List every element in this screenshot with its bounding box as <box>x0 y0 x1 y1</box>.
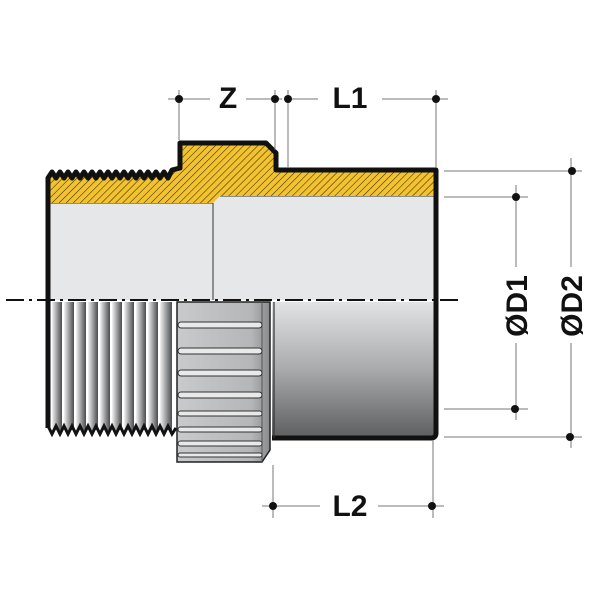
dimension-label-z: Z <box>219 82 237 115</box>
exterior-view-lower-half <box>45 300 439 463</box>
knurled-hex-section <box>176 301 271 463</box>
dimension-label-l1: L1 <box>332 82 367 115</box>
section-view-upper-half <box>45 140 439 300</box>
dimension-label-d2: ØD2 <box>556 275 589 337</box>
dimension-terminator-dots <box>175 95 576 510</box>
bore-socket-end <box>213 196 435 300</box>
bore-threaded-end <box>48 203 213 300</box>
wall-section-hatched <box>48 143 438 203</box>
dimension-label-l2: L2 <box>332 490 367 523</box>
fitting-outline-upper <box>45 140 439 300</box>
socket-body <box>272 300 439 441</box>
male-thread <box>45 300 178 438</box>
dimension-label-d1: ØD1 <box>501 275 534 337</box>
